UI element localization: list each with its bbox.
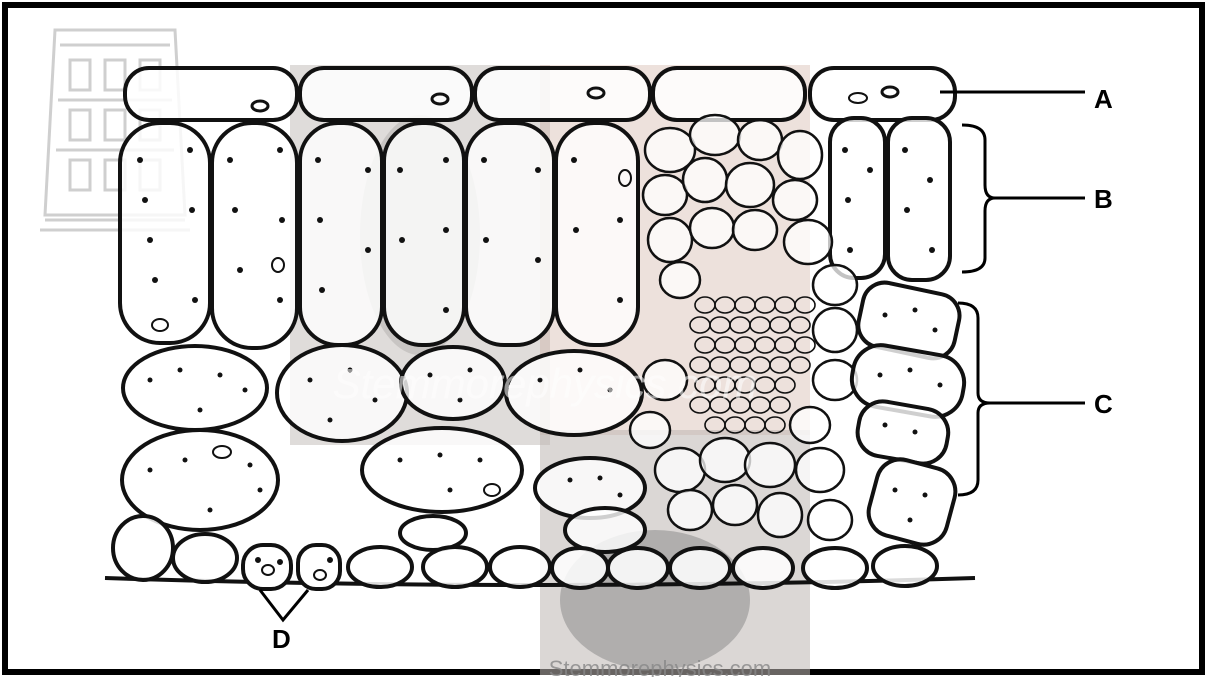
upper-epidermis xyxy=(125,68,955,120)
watermark-text: Stemmorephysics.com xyxy=(333,360,758,407)
label-b: B xyxy=(1094,184,1113,214)
watermark-text-bottom: Stemmorephysics.com xyxy=(549,656,772,677)
label-a: A xyxy=(1094,84,1113,114)
label-d: D xyxy=(272,624,291,654)
label-c: C xyxy=(1094,389,1113,419)
